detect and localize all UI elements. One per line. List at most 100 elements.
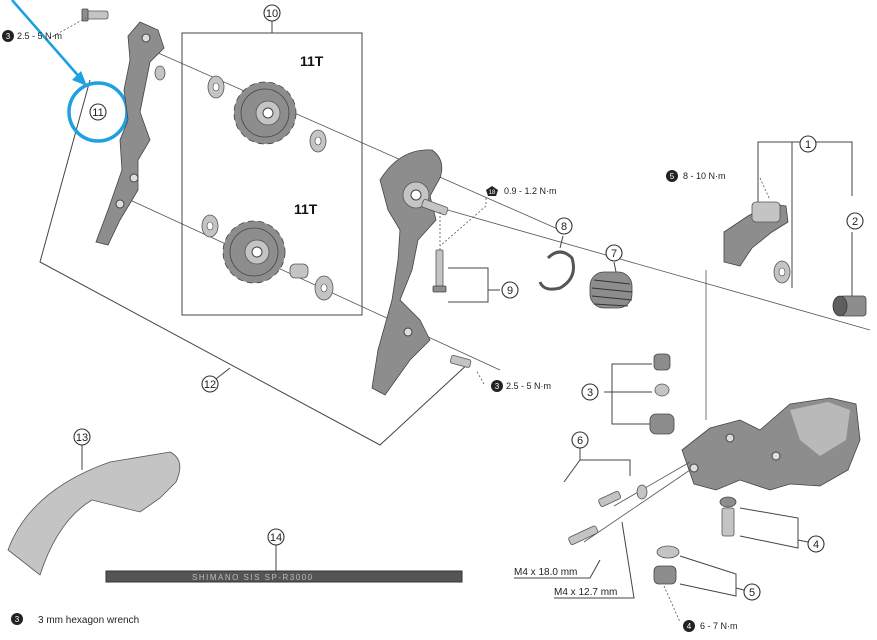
upper-washer-right-hole xyxy=(314,136,322,146)
adjust-cap xyxy=(653,353,671,371)
lower-washer-right-hole xyxy=(320,283,328,293)
cage-hole xyxy=(141,33,151,43)
torque-dash xyxy=(439,198,487,247)
torque-spec-spring-screw: 18 0.9 - 1.2 N·m xyxy=(486,186,557,196)
body-hole xyxy=(771,451,781,461)
callout-13: 13 xyxy=(73,428,91,446)
callout-5-bracket xyxy=(679,555,737,597)
washer-5 xyxy=(656,545,680,559)
callout-8: 8 xyxy=(555,217,573,235)
svg-text:12: 12 xyxy=(204,379,216,391)
svg-text:10: 10 xyxy=(266,8,278,20)
torque-spec-bottom: 4 6 - 7 N·m xyxy=(683,620,738,632)
svg-text:2.5 - 5 N·m: 2.5 - 5 N·m xyxy=(506,381,551,391)
torque-spec-middle-right: 3 2.5 - 5 N·m xyxy=(491,380,551,392)
callout-6-bracket xyxy=(563,459,631,483)
callout-4-bracket xyxy=(739,507,799,549)
axis-upper xyxy=(139,44,561,231)
callout-4-lead xyxy=(797,539,809,543)
derailleur-body-highlight xyxy=(790,402,850,456)
outer-cage-plate xyxy=(95,21,165,246)
callout-12: 12 xyxy=(201,375,219,393)
chain-catcher xyxy=(7,451,181,576)
cage-bolt xyxy=(85,10,109,20)
callout-4: 4 xyxy=(807,535,825,553)
svg-text:4: 4 xyxy=(687,622,692,631)
callout-8-lead xyxy=(559,235,564,249)
spacer xyxy=(154,65,166,81)
svg-text:18: 18 xyxy=(489,190,496,196)
frame-line-12 xyxy=(39,79,471,446)
callout-5-lead xyxy=(735,587,745,591)
callout-9: 9 xyxy=(501,281,519,299)
callout-6-axis xyxy=(613,461,691,507)
callout-10: 10 xyxy=(263,4,281,22)
cage-hole xyxy=(115,199,125,209)
mount-bolt xyxy=(832,295,867,317)
inner-cage-axle xyxy=(421,199,449,216)
bolt-spacer xyxy=(636,484,648,500)
callout-7-lead xyxy=(613,261,617,273)
inner-cage-hub-center xyxy=(410,189,422,201)
svg-text:1: 1 xyxy=(805,139,811,151)
highlight-arrow xyxy=(11,0,83,81)
svg-text:0.9 - 1.2 N·m: 0.9 - 1.2 N·m xyxy=(504,186,557,196)
svg-text:5: 5 xyxy=(749,587,755,599)
clip-ring xyxy=(538,250,575,291)
upper-washer-left-hole xyxy=(212,82,220,92)
callout-1: 1 xyxy=(799,135,817,153)
upper-pulley-teeth-label: 11T xyxy=(300,53,324,69)
torque-spec-top-left: 3 2.5 - 5 N·m xyxy=(2,30,62,42)
pin-4-top xyxy=(719,496,737,508)
bolt-long-label: M4 x 18.0 mm xyxy=(514,567,577,578)
torque-spec-mount: 5 8 - 10 N·m xyxy=(666,170,726,182)
bolt-long xyxy=(568,525,599,545)
cage-bolt-head xyxy=(81,8,89,22)
body-hole xyxy=(689,463,699,473)
svg-text:3: 3 xyxy=(587,387,593,399)
body-hole xyxy=(725,433,735,443)
bolt-long-label-line xyxy=(514,559,601,579)
lower-bushing xyxy=(289,263,309,279)
callout-6-axis-2 xyxy=(583,469,691,543)
cable-housing-print: SHIMANO SIS SP-R3000 xyxy=(192,573,314,582)
svg-text:3 mm hexagon wrench: 3 mm hexagon wrench xyxy=(38,615,139,626)
bolt-short xyxy=(598,490,622,507)
svg-text:3: 3 xyxy=(6,32,11,41)
tool-legend: 3 3 mm hexagon wrench xyxy=(11,613,139,626)
bolt-5-torque-dash xyxy=(663,585,681,623)
svg-text:14: 14 xyxy=(270,532,282,544)
callout-6: 6 xyxy=(571,431,589,449)
highlight-arrow-head xyxy=(72,71,87,86)
bolt-5 xyxy=(653,565,677,585)
svg-text:9: 9 xyxy=(507,285,513,297)
callout-11: 11 xyxy=(89,103,107,121)
svg-text:2.5 - 5 N·m: 2.5 - 5 N·m xyxy=(17,31,62,41)
svg-text:6 - 7 N·m: 6 - 7 N·m xyxy=(700,621,738,631)
callout-3-bracket xyxy=(611,363,652,425)
svg-text:13: 13 xyxy=(76,432,88,444)
pin-4 xyxy=(721,507,735,537)
callout-9-bracket xyxy=(448,267,489,303)
svg-text:8: 8 xyxy=(561,221,567,233)
svg-text:11: 11 xyxy=(92,107,103,119)
upper-pulley-gear xyxy=(233,81,297,145)
svg-text:8 - 10 N·m: 8 - 10 N·m xyxy=(683,171,726,181)
callout-7: 7 xyxy=(605,244,623,262)
inner-cage-plate xyxy=(371,149,443,396)
torque-dash xyxy=(475,369,485,385)
tension-screw-head xyxy=(432,285,447,293)
tension-screw xyxy=(435,249,444,287)
lower-pulley-gear xyxy=(222,220,286,284)
svg-text:5: 5 xyxy=(670,172,675,181)
return-spring xyxy=(589,271,633,309)
svg-text:4: 4 xyxy=(813,539,819,551)
bolt-short-label: M4 x 12.7 mm xyxy=(554,587,617,598)
callout-2: 2 xyxy=(846,212,864,230)
mount-bolt-body xyxy=(751,201,781,223)
bolt-short-label-line xyxy=(554,521,635,599)
svg-text:3: 3 xyxy=(495,382,500,391)
callout-14: 14 xyxy=(267,528,285,546)
adjust-nut xyxy=(649,413,675,435)
